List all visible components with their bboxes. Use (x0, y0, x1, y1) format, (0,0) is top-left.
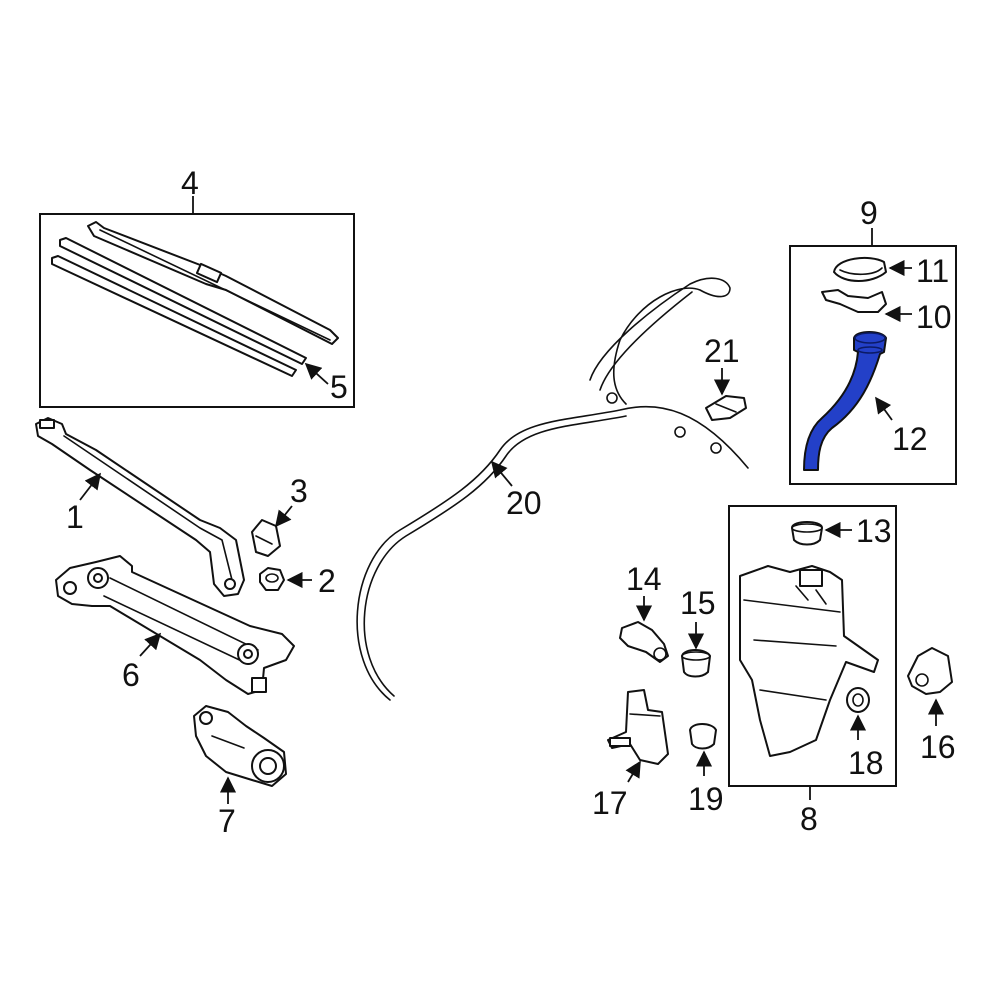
callout-3: 3 (290, 473, 308, 509)
callout-1-arrow (79, 472, 101, 501)
callout-8: 8 (800, 801, 818, 837)
wiper-blade-group (39, 196, 355, 408)
level-sensor[interactable] (619, 621, 669, 663)
callout-5: 5 (330, 369, 348, 405)
filler-bracket[interactable] (821, 289, 887, 313)
callout-19: 19 (688, 781, 724, 817)
wiper-arm[interactable] (35, 417, 245, 597)
callout-3-arrow (274, 505, 293, 528)
callout-9: 9 (860, 195, 878, 231)
callout-18: 18 (848, 745, 884, 781)
callout-10: 10 (916, 299, 952, 335)
filler-group (789, 228, 957, 485)
reservoir-group (728, 505, 897, 800)
callout-13: 13 (856, 513, 892, 549)
filler-kit-box (789, 245, 957, 485)
washer-reservoir[interactable] (739, 565, 879, 757)
callout-15: 15 (680, 585, 716, 621)
callout-20-arrow (490, 460, 513, 487)
callout-1: 1 (66, 499, 84, 535)
callout-17: 17 (592, 785, 628, 821)
sensor-grommet[interactable] (681, 649, 711, 678)
callout-2: 2 (318, 563, 336, 599)
callout-16: 16 (920, 729, 956, 765)
reservoir-seal[interactable] (846, 687, 870, 713)
filler-cap[interactable] (833, 256, 887, 282)
callout-14: 14 (626, 561, 662, 597)
callout-21: 21 (704, 333, 740, 369)
grommet[interactable] (791, 521, 823, 546)
callout-7: 7 (218, 803, 236, 839)
arm-cap[interactable] (251, 519, 281, 557)
callout-4: 4 (181, 165, 199, 201)
callout-5-arrow (304, 362, 329, 385)
callout-12-arrow (875, 396, 893, 421)
wiper-motor[interactable] (193, 705, 287, 787)
hose-clip[interactable] (705, 395, 747, 421)
wiper-linkage[interactable] (55, 555, 295, 695)
washer-hose[interactable] (356, 277, 749, 701)
callout-11: 11 (916, 253, 949, 289)
blade-kit-box (39, 213, 355, 408)
pump-grommet[interactable] (689, 723, 717, 750)
callout-12: 12 (892, 421, 928, 457)
wiper-blade[interactable] (87, 221, 339, 345)
callout-6: 6 (122, 657, 140, 693)
callout-20: 20 (506, 485, 542, 521)
callout-6-arrow (139, 632, 162, 657)
wiper-blade-refill[interactable] (51, 237, 307, 377)
reservoir-kit-box (728, 505, 897, 787)
callout-labels: 4 5 1 3 2 6 7 20 21 9 11 10 12 13 14 15 … (66, 165, 956, 839)
arm-nut[interactable] (259, 567, 285, 591)
callout-17-arrow (625, 760, 641, 783)
washer-pump[interactable] (607, 689, 669, 765)
filler-neck[interactable] (803, 331, 887, 471)
washer-nozzle[interactable] (907, 647, 953, 695)
